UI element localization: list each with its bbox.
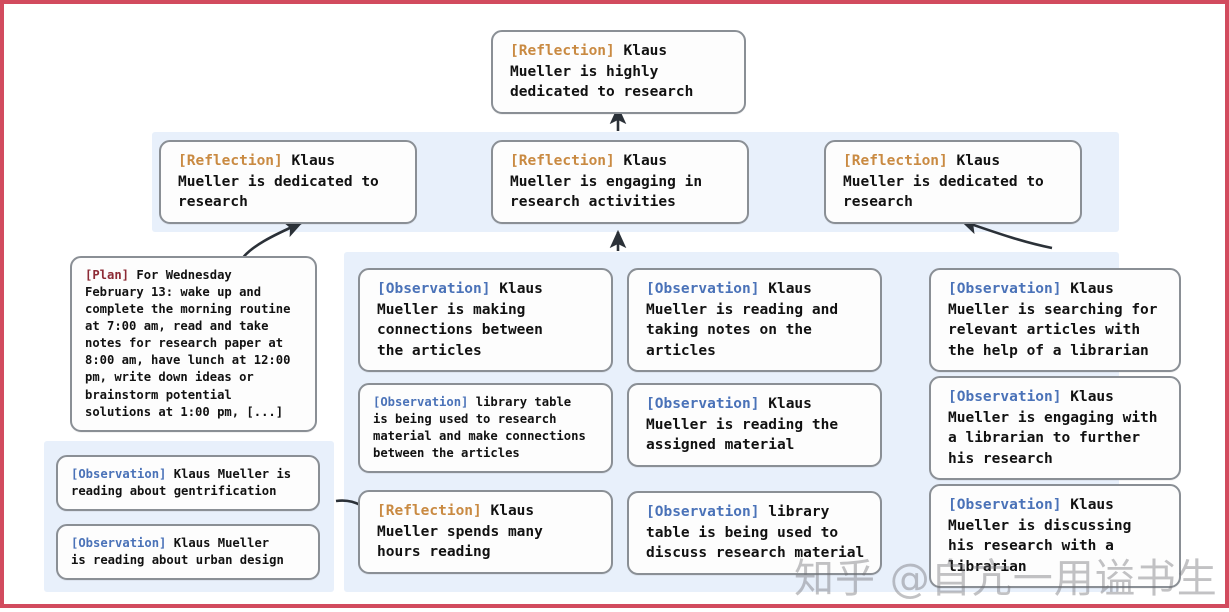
node-reflection-right[interactable]: [Reflection] Klaus Mueller is dedicated … [824,140,1082,224]
node-text: Klaus Mueller spends many hours reading [377,503,543,561]
node-reflection-left[interactable]: [Reflection] Klaus Mueller is dedicated … [159,140,417,224]
node-tag: [Observation] [71,536,167,550]
node-tag: [Observation] [373,395,469,409]
node-obs-bottom-left-2[interactable]: [Observation] Klaus Mueller is reading a… [56,524,320,581]
node-text: Klaus Mueller is engaging with a librari… [948,389,1158,467]
node-tag: [Observation] [377,281,491,297]
node-col2-reflection[interactable]: [Reflection] Klaus Mueller spends many h… [358,490,613,574]
node-text: Klaus Mueller is highly dedicated to res… [510,43,694,101]
node-col2-obs-1[interactable]: [Observation] Klaus Mueller is making co… [358,268,613,373]
node-tag: [Reflection] [510,43,615,59]
node-root-reflection[interactable]: [Reflection] Klaus Mueller is highly ded… [491,30,746,114]
node-tag: [Observation] [948,497,1062,513]
node-text: Klaus Mueller is making connections betw… [377,281,543,359]
node-tag: [Reflection] [843,153,948,169]
node-text: Klaus Mueller is dedicated to research [178,153,379,211]
node-col3-obs-1[interactable]: [Observation] Klaus Mueller is reading a… [627,268,882,373]
node-text: Klaus Mueller is reading the assigned ma… [646,396,839,454]
node-tag: [Observation] [646,396,760,412]
node-tag: [Observation] [646,504,760,520]
node-text: Klaus Mueller is searching for relevant … [948,281,1158,359]
node-tag: [Reflection] [510,153,615,169]
node-text: library table is being used to discuss r… [646,504,865,562]
node-reflection-center[interactable]: [Reflection] Klaus Mueller is engaging i… [491,140,749,224]
node-col2-obs-2[interactable]: [Observation] library table is being use… [358,383,613,474]
node-tag: [Reflection] [178,153,283,169]
reflection-tree-diagram: [Reflection] Klaus Mueller is highly ded… [4,4,1229,612]
node-tag: [Observation] [71,467,167,481]
node-col4-obs-2[interactable]: [Observation] Klaus Mueller is engaging … [929,376,1181,481]
node-tag: [Reflection] [377,503,482,519]
node-text: Klaus Mueller is reading about urban des… [71,536,284,568]
node-tag: [Plan] [85,268,130,282]
node-tag: [Observation] [646,281,760,297]
node-tag: [Observation] [948,281,1062,297]
node-text: Klaus Mueller is reading and taking note… [646,281,839,359]
node-text: Klaus Mueller is dedicated to research [843,153,1044,211]
node-col4-obs-3[interactable]: [Observation] Klaus Mueller is discussin… [929,484,1181,589]
node-tag: [Observation] [948,389,1062,405]
node-text: Klaus Mueller is reading about gentrific… [71,467,292,499]
node-text: Klaus Mueller is discussing his research… [948,497,1132,575]
node-text: library table is being used to research … [373,395,586,461]
node-col3-obs-2[interactable]: [Observation] Klaus Mueller is reading t… [627,383,882,467]
node-col3-obs-3[interactable]: [Observation] library table is being use… [627,491,882,575]
node-col4-obs-1[interactable]: [Observation] Klaus Mueller is searching… [929,268,1181,373]
node-text: For Wednesday February 13: wake up and c… [85,268,291,419]
node-obs-bottom-left-1[interactable]: [Observation] Klaus Mueller is reading a… [56,455,320,512]
node-plan[interactable]: [Plan] For Wednesday February 13: wake u… [70,256,317,432]
node-text: Klaus Mueller is engaging in research ac… [510,153,703,211]
